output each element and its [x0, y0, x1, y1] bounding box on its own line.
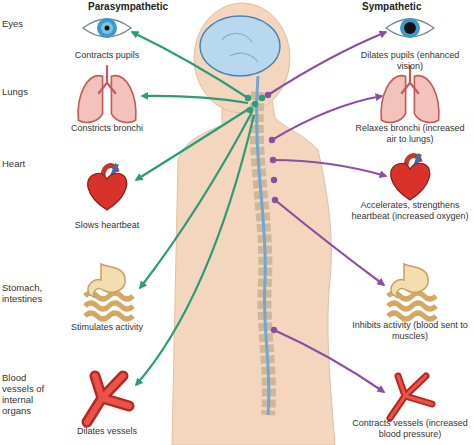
brain [200, 16, 280, 76]
stomach [391, 264, 428, 298]
organ-figure: Stimulates activity [52, 262, 162, 333]
eye-pupil [404, 22, 416, 34]
nerve-arrow [136, 108, 250, 180]
system-heading: Parasympathetic [88, 1, 188, 12]
blood-vessel [87, 376, 129, 422]
blood-vessel [390, 376, 432, 418]
ganglion-dot [271, 327, 277, 333]
effect-caption: Stimulates activity [52, 322, 162, 333]
eye-iris [404, 22, 416, 34]
system-heading: Sympathetic [362, 1, 462, 12]
organ-figure: Slows heartbeat [52, 158, 162, 231]
organ-figure: Dilates pupils (enhanced vision) [350, 8, 470, 72]
stomach-icon [388, 264, 436, 319]
vessel-icon [87, 376, 129, 422]
effect-caption: Dilates pupils (enhanced vision) [350, 50, 470, 72]
ganglion-dot [270, 157, 276, 163]
head-silhouette [194, 3, 290, 113]
ganglion-dot [252, 101, 258, 107]
eye-white [386, 19, 434, 37]
nerve-arrow [268, 32, 386, 95]
effect-caption: Contracts pupils [52, 50, 162, 61]
nerve-arrow [132, 32, 248, 98]
organ-label: Lungs [2, 86, 52, 97]
lung-lobe [78, 76, 102, 123]
effect-caption: Relaxes bronchi (increased air to lungs) [350, 123, 470, 145]
ganglion-dot [265, 92, 271, 98]
effect-caption: Inhibits activity (blood sent to muscles… [350, 320, 470, 342]
nerve-arrow [273, 160, 386, 176]
spinal-cord [257, 76, 269, 415]
nerve-arrow [140, 112, 252, 288]
eye-iris [101, 22, 113, 34]
organ-figure: Accelerates, strengthens heartbeat (incr… [350, 152, 470, 222]
blood-vessel [87, 376, 129, 422]
organ-figure: Relaxes bronchi (increased air to lungs) [350, 68, 470, 145]
organ-figure: Constricts bronchi [52, 68, 162, 134]
heart-icon [391, 154, 430, 200]
nerve-arrow [142, 96, 248, 103]
organ-figure: Contracts pupils [52, 8, 162, 61]
nerve-arrow [136, 115, 254, 385]
nerve-arrow [272, 96, 382, 140]
eye-icon [386, 18, 434, 38]
lung-lobe [381, 76, 405, 123]
brain-fold [222, 33, 258, 62]
organ-figure: Contracts vessels (increased blood press… [350, 372, 470, 440]
heart-shape [391, 163, 430, 200]
lungs-icon [381, 65, 439, 122]
ganglion-dot [272, 197, 278, 203]
organ-label: Eyes [2, 18, 52, 29]
ganglion-dot [245, 95, 251, 101]
heart-shape [88, 173, 127, 210]
lung-lobe [111, 76, 135, 123]
ganglion-dot [269, 137, 275, 143]
eye-pupil [105, 26, 110, 31]
nerve-arrow [274, 330, 384, 392]
ganglion-dot [271, 177, 277, 183]
effect-caption: Slows heartbeat [52, 220, 162, 231]
lung-lobe [414, 76, 438, 123]
eye-white [83, 19, 131, 37]
ganglion-dot [247, 107, 253, 113]
organ-label: Stomach, intestines [2, 282, 54, 304]
organ-label: Heart [2, 158, 52, 169]
organ-figure: Dilates vessels [52, 368, 162, 437]
blood-vessel [390, 376, 432, 418]
organ-label: Blood vessels of internal organs [2, 372, 60, 416]
stomach [88, 264, 125, 298]
eye-iris [400, 18, 420, 38]
trachea [98, 65, 116, 94]
heart-icon [88, 164, 127, 210]
organ-figure: Inhibits activity (blood sent to muscles… [350, 262, 470, 342]
effect-caption: Dilates vessels [52, 426, 162, 437]
effect-caption: Constricts bronchi [52, 123, 162, 134]
effect-caption: Accelerates, strengthens heartbeat (incr… [350, 200, 470, 222]
vessel-icon [390, 376, 432, 418]
eye-iris [97, 18, 117, 38]
ganglion-dot [259, 95, 265, 101]
lungs-icon [78, 65, 136, 122]
stomach-icon [85, 264, 133, 319]
effect-caption: Contracts vessels (increased blood press… [350, 418, 470, 440]
eye-icon [83, 18, 131, 38]
